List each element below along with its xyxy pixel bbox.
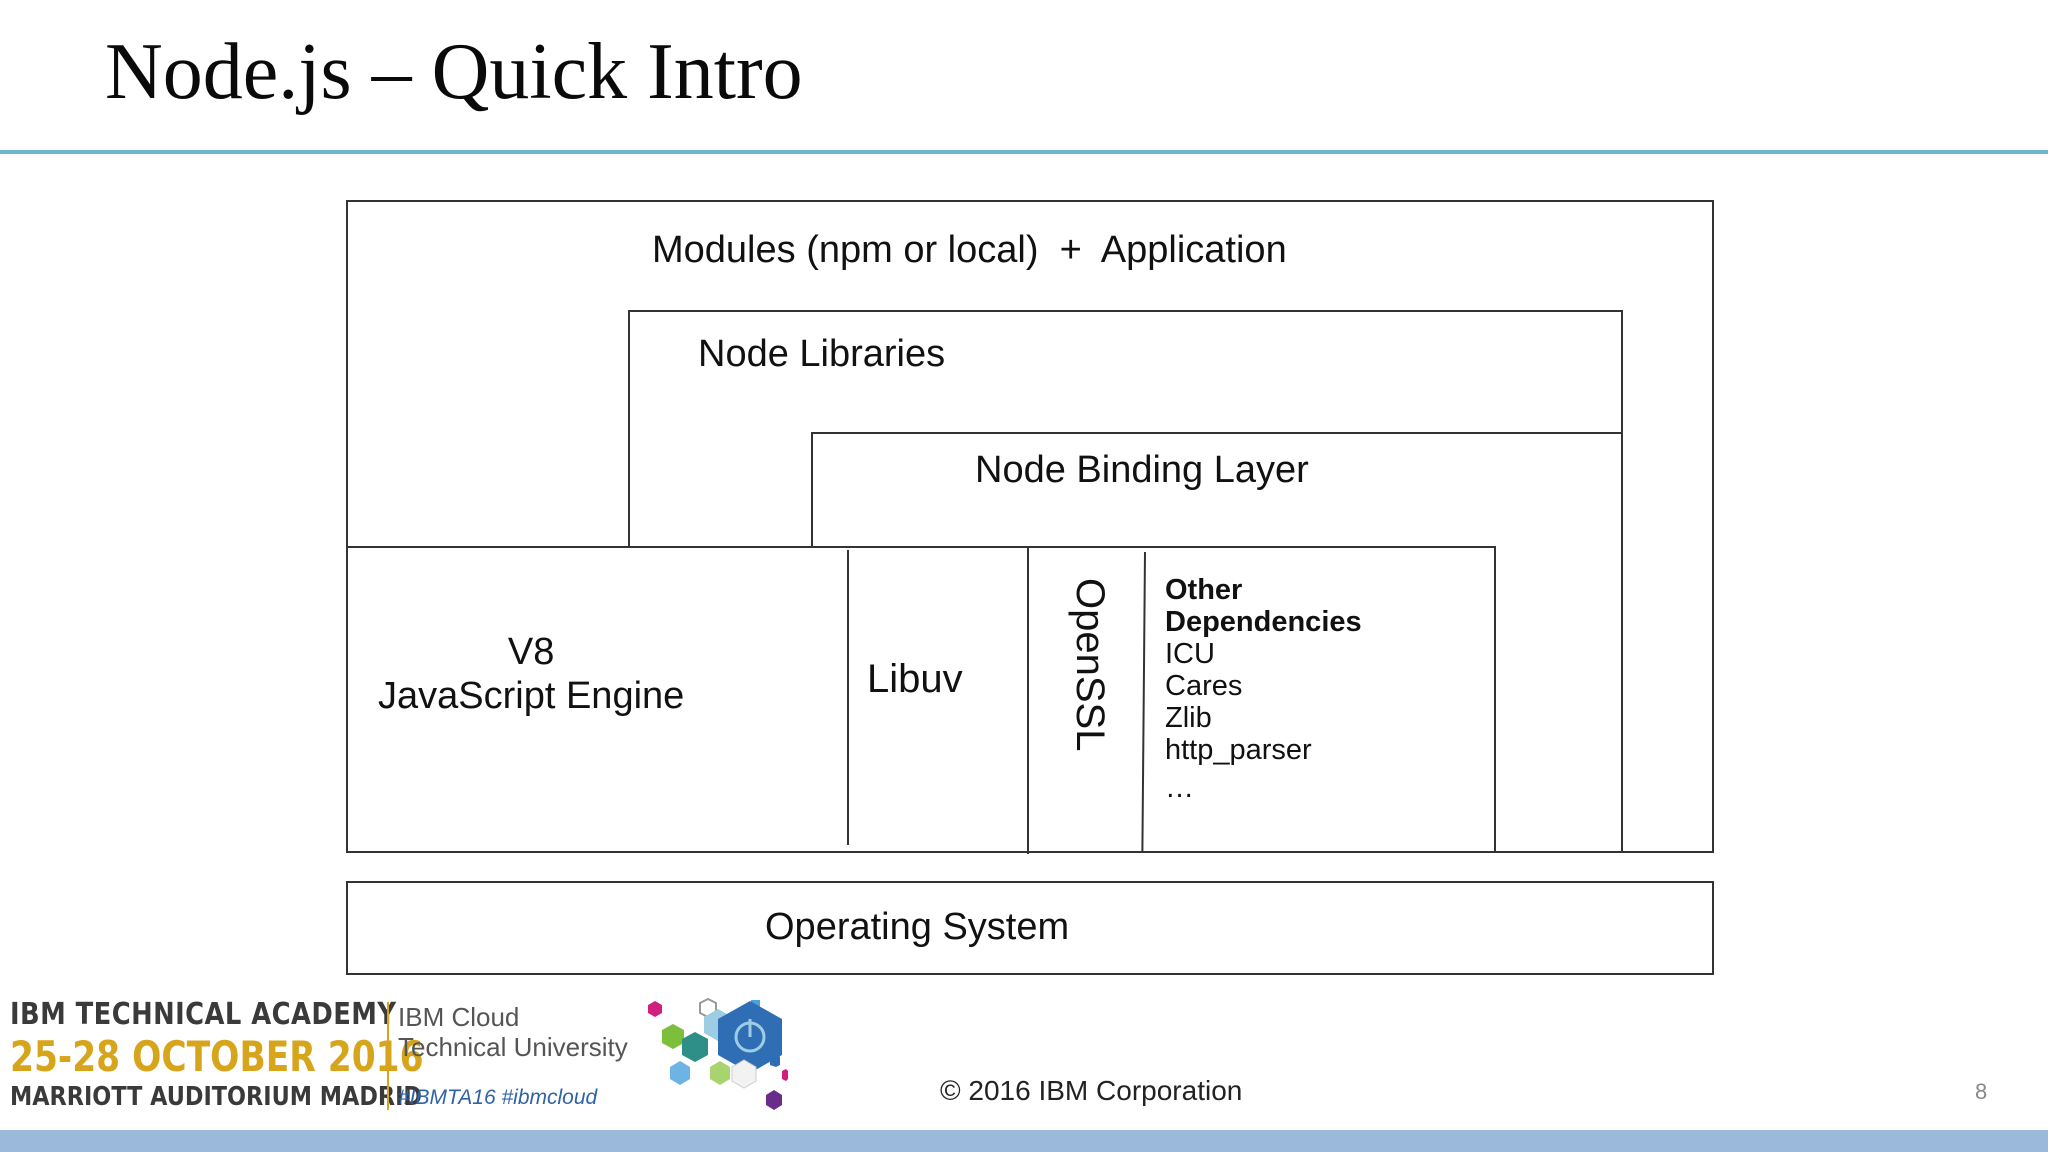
modules-application-label: Modules (npm or local) + Application xyxy=(652,229,1287,271)
libuv-openssl-divider xyxy=(1027,546,1029,854)
dependency-item: http_parser xyxy=(1165,734,1312,766)
ibm-cloud-hexagon-logo-icon xyxy=(648,997,788,1110)
academy-dates: 25-28 OCTOBER 2016 xyxy=(10,1032,424,1081)
native-components-row xyxy=(346,546,1496,853)
dependency-item: Zlib xyxy=(1165,702,1212,734)
dependency-item: ICU xyxy=(1165,638,1215,670)
openssl-block: OpenSSL xyxy=(1050,578,1130,758)
other-dependencies-heading-1: Other xyxy=(1165,574,1243,606)
other-dependencies-heading-2: Dependencies xyxy=(1165,606,1362,638)
other-dependencies-block: Other Dependencies ICU Cares Zlib http_p… xyxy=(1165,574,1362,804)
event-hashtags: #IBMTA16 #ibmcloud xyxy=(398,1086,598,1109)
node-libraries-label: Node Libraries xyxy=(698,333,946,375)
libuv-label: Libuv xyxy=(867,657,963,701)
v8-label: V8 xyxy=(507,631,555,673)
tu-line-2: Technical University xyxy=(398,1032,628,1062)
tu-line-1: IBM Cloud xyxy=(398,1002,520,1032)
copyright-notice: © 2016 IBM Corporation xyxy=(940,1075,1243,1106)
dependency-item: … xyxy=(1165,772,1194,804)
dependency-item: Cares xyxy=(1165,670,1243,702)
footer-band xyxy=(0,1130,2048,1152)
slide-title: Node.js – Quick Intro xyxy=(105,28,803,116)
operating-system-label: Operating System xyxy=(765,906,1070,948)
page-number: 8 xyxy=(1975,1079,1988,1104)
v8-engine-block: V8 JavaScript Engine xyxy=(378,630,684,718)
academy-venue: MARRIOTT AUDITORIUM MADRID xyxy=(10,1082,422,1112)
javascript-engine-label: JavaScript Engine xyxy=(378,675,685,717)
title-divider xyxy=(0,150,2048,154)
openssl-label: OpenSSL xyxy=(1068,578,1112,752)
operating-system-layer xyxy=(346,881,1714,975)
node-binding-layer-label: Node Binding Layer xyxy=(975,449,1309,491)
academy-title: IBM TECHNICAL ACADEMY xyxy=(10,997,397,1032)
v8-libuv-divider xyxy=(847,550,849,845)
branding-divider xyxy=(387,1002,389,1110)
